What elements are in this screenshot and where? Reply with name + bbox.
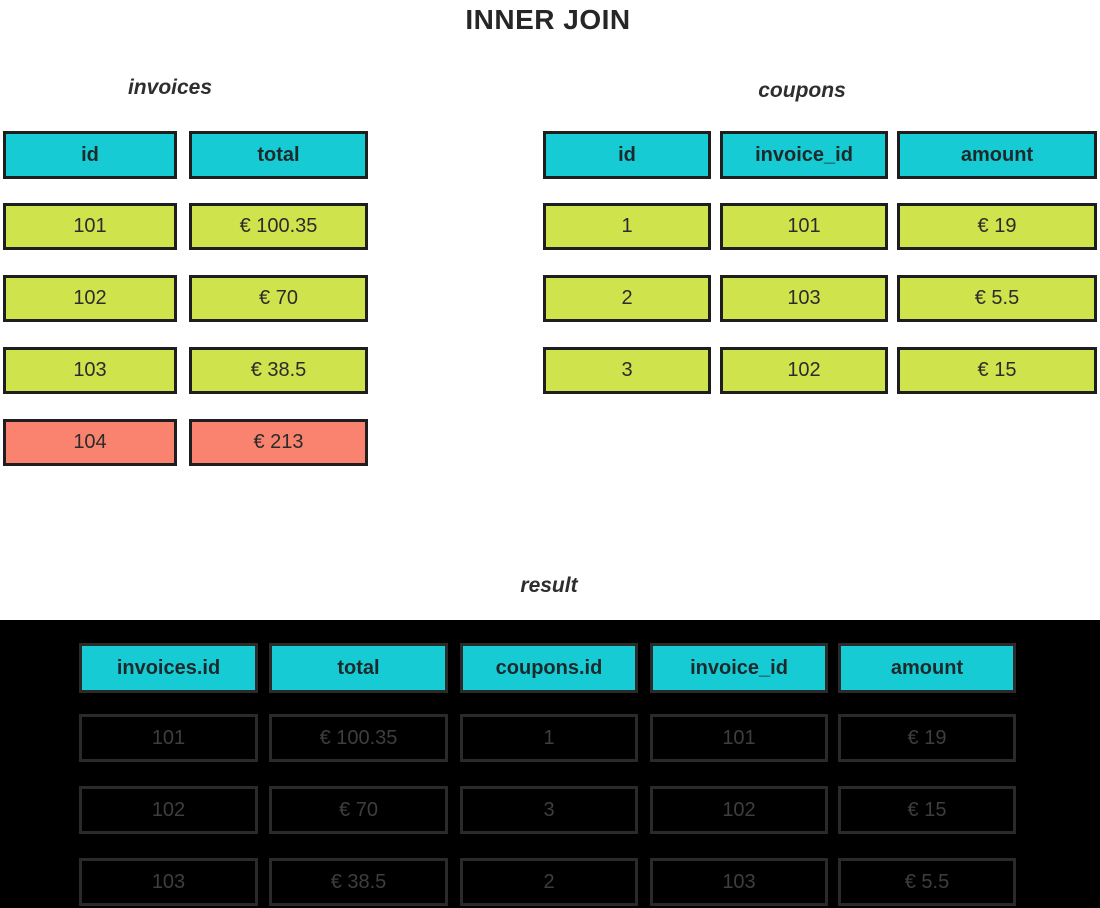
invoices-cell: € 70	[189, 275, 368, 322]
result-cell: € 19	[838, 714, 1016, 762]
invoices-header-total: total	[189, 131, 368, 179]
result-cell: 103	[650, 858, 828, 906]
diagram-title: INNER JOIN	[465, 4, 631, 35]
result-header-amount: amount	[838, 643, 1016, 693]
result-cell: 102	[650, 786, 828, 834]
coupons-cell: € 19	[897, 203, 1097, 250]
result-cell: 3	[460, 786, 638, 834]
invoices-cell: 102	[3, 275, 177, 322]
result-header-invoice-id: invoice_id	[650, 643, 828, 693]
invoices-cell: € 38.5	[189, 347, 368, 394]
coupons-table-label: coupons	[758, 79, 846, 102]
result-cell: 101	[79, 714, 258, 762]
result-cell: € 15	[838, 786, 1016, 834]
coupons-cell: € 15	[897, 347, 1097, 394]
result-header-total: total	[269, 643, 448, 693]
coupons-cell: 3	[543, 347, 711, 394]
result-cell: 103	[79, 858, 258, 906]
coupons-cell: 2	[543, 275, 711, 322]
result-cell: € 38.5	[269, 858, 448, 906]
result-cell: 2	[460, 858, 638, 906]
invoices-cell: 103	[3, 347, 177, 394]
invoices-cell: € 100.35	[189, 203, 368, 250]
invoices-table-label: invoices	[127, 76, 213, 99]
invoices-header-id: id	[3, 131, 177, 179]
coupons-cell: 102	[720, 347, 888, 394]
result-cell: € 70	[269, 786, 448, 834]
result-cell: 102	[79, 786, 258, 834]
invoices-cell: 101	[3, 203, 177, 250]
result-table-label: result	[520, 574, 578, 597]
result-header-coupons-id: coupons.id	[460, 643, 638, 693]
coupons-header-amount: amount	[897, 131, 1097, 179]
result-cell: € 100.35	[269, 714, 448, 762]
result-cell: € 5.5	[838, 858, 1016, 906]
result-header-invoices-id: invoices.id	[79, 643, 258, 693]
coupons-header-id: id	[543, 131, 711, 179]
coupons-header-invoice-id: invoice_id	[720, 131, 888, 179]
result-cell: 101	[650, 714, 828, 762]
result-cell: 1	[460, 714, 638, 762]
coupons-cell: 1	[543, 203, 711, 250]
coupons-cell: 103	[720, 275, 888, 322]
invoices-unmatched-cell: € 213	[189, 419, 368, 466]
coupons-cell: € 5.5	[897, 275, 1097, 322]
coupons-cell: 101	[720, 203, 888, 250]
invoices-unmatched-cell: 104	[3, 419, 177, 466]
